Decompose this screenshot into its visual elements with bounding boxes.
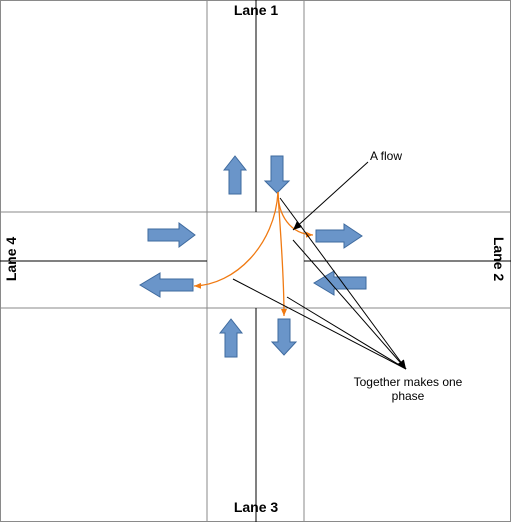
arrow-left-east-icon <box>313 270 367 296</box>
arrow-down-north-icon <box>263 155 291 194</box>
flow-straight <box>277 191 287 317</box>
pointer-phase-from-south <box>286 296 407 370</box>
pointer-phase-from-east <box>292 239 407 370</box>
arrow-up-north-icon <box>222 155 248 195</box>
phase-label-line1: Together makes one <box>354 375 463 389</box>
flow-right-turn <box>277 191 314 238</box>
arrow-right-west-icon <box>147 222 196 248</box>
lane-2-label: Lane 2 <box>491 237 507 282</box>
pointer-phase-from-straight <box>279 197 407 370</box>
lane-3-label: Lane 3 <box>234 499 279 515</box>
pointer-phase-from-left <box>232 278 407 370</box>
flow-left-turn <box>193 191 279 289</box>
phase-label-line2: phase <box>392 389 425 403</box>
a-flow-label: A flow <box>370 149 402 163</box>
lane-1-label: Lane 1 <box>234 2 279 18</box>
pointer-a-flow <box>292 161 369 231</box>
lane-4-label: Lane 4 <box>3 237 19 282</box>
arrow-up-south-icon <box>218 318 244 358</box>
arrow-left-west-icon <box>139 272 194 298</box>
arrow-right-east-icon <box>315 223 363 249</box>
arrow-down-south-icon <box>270 318 298 356</box>
